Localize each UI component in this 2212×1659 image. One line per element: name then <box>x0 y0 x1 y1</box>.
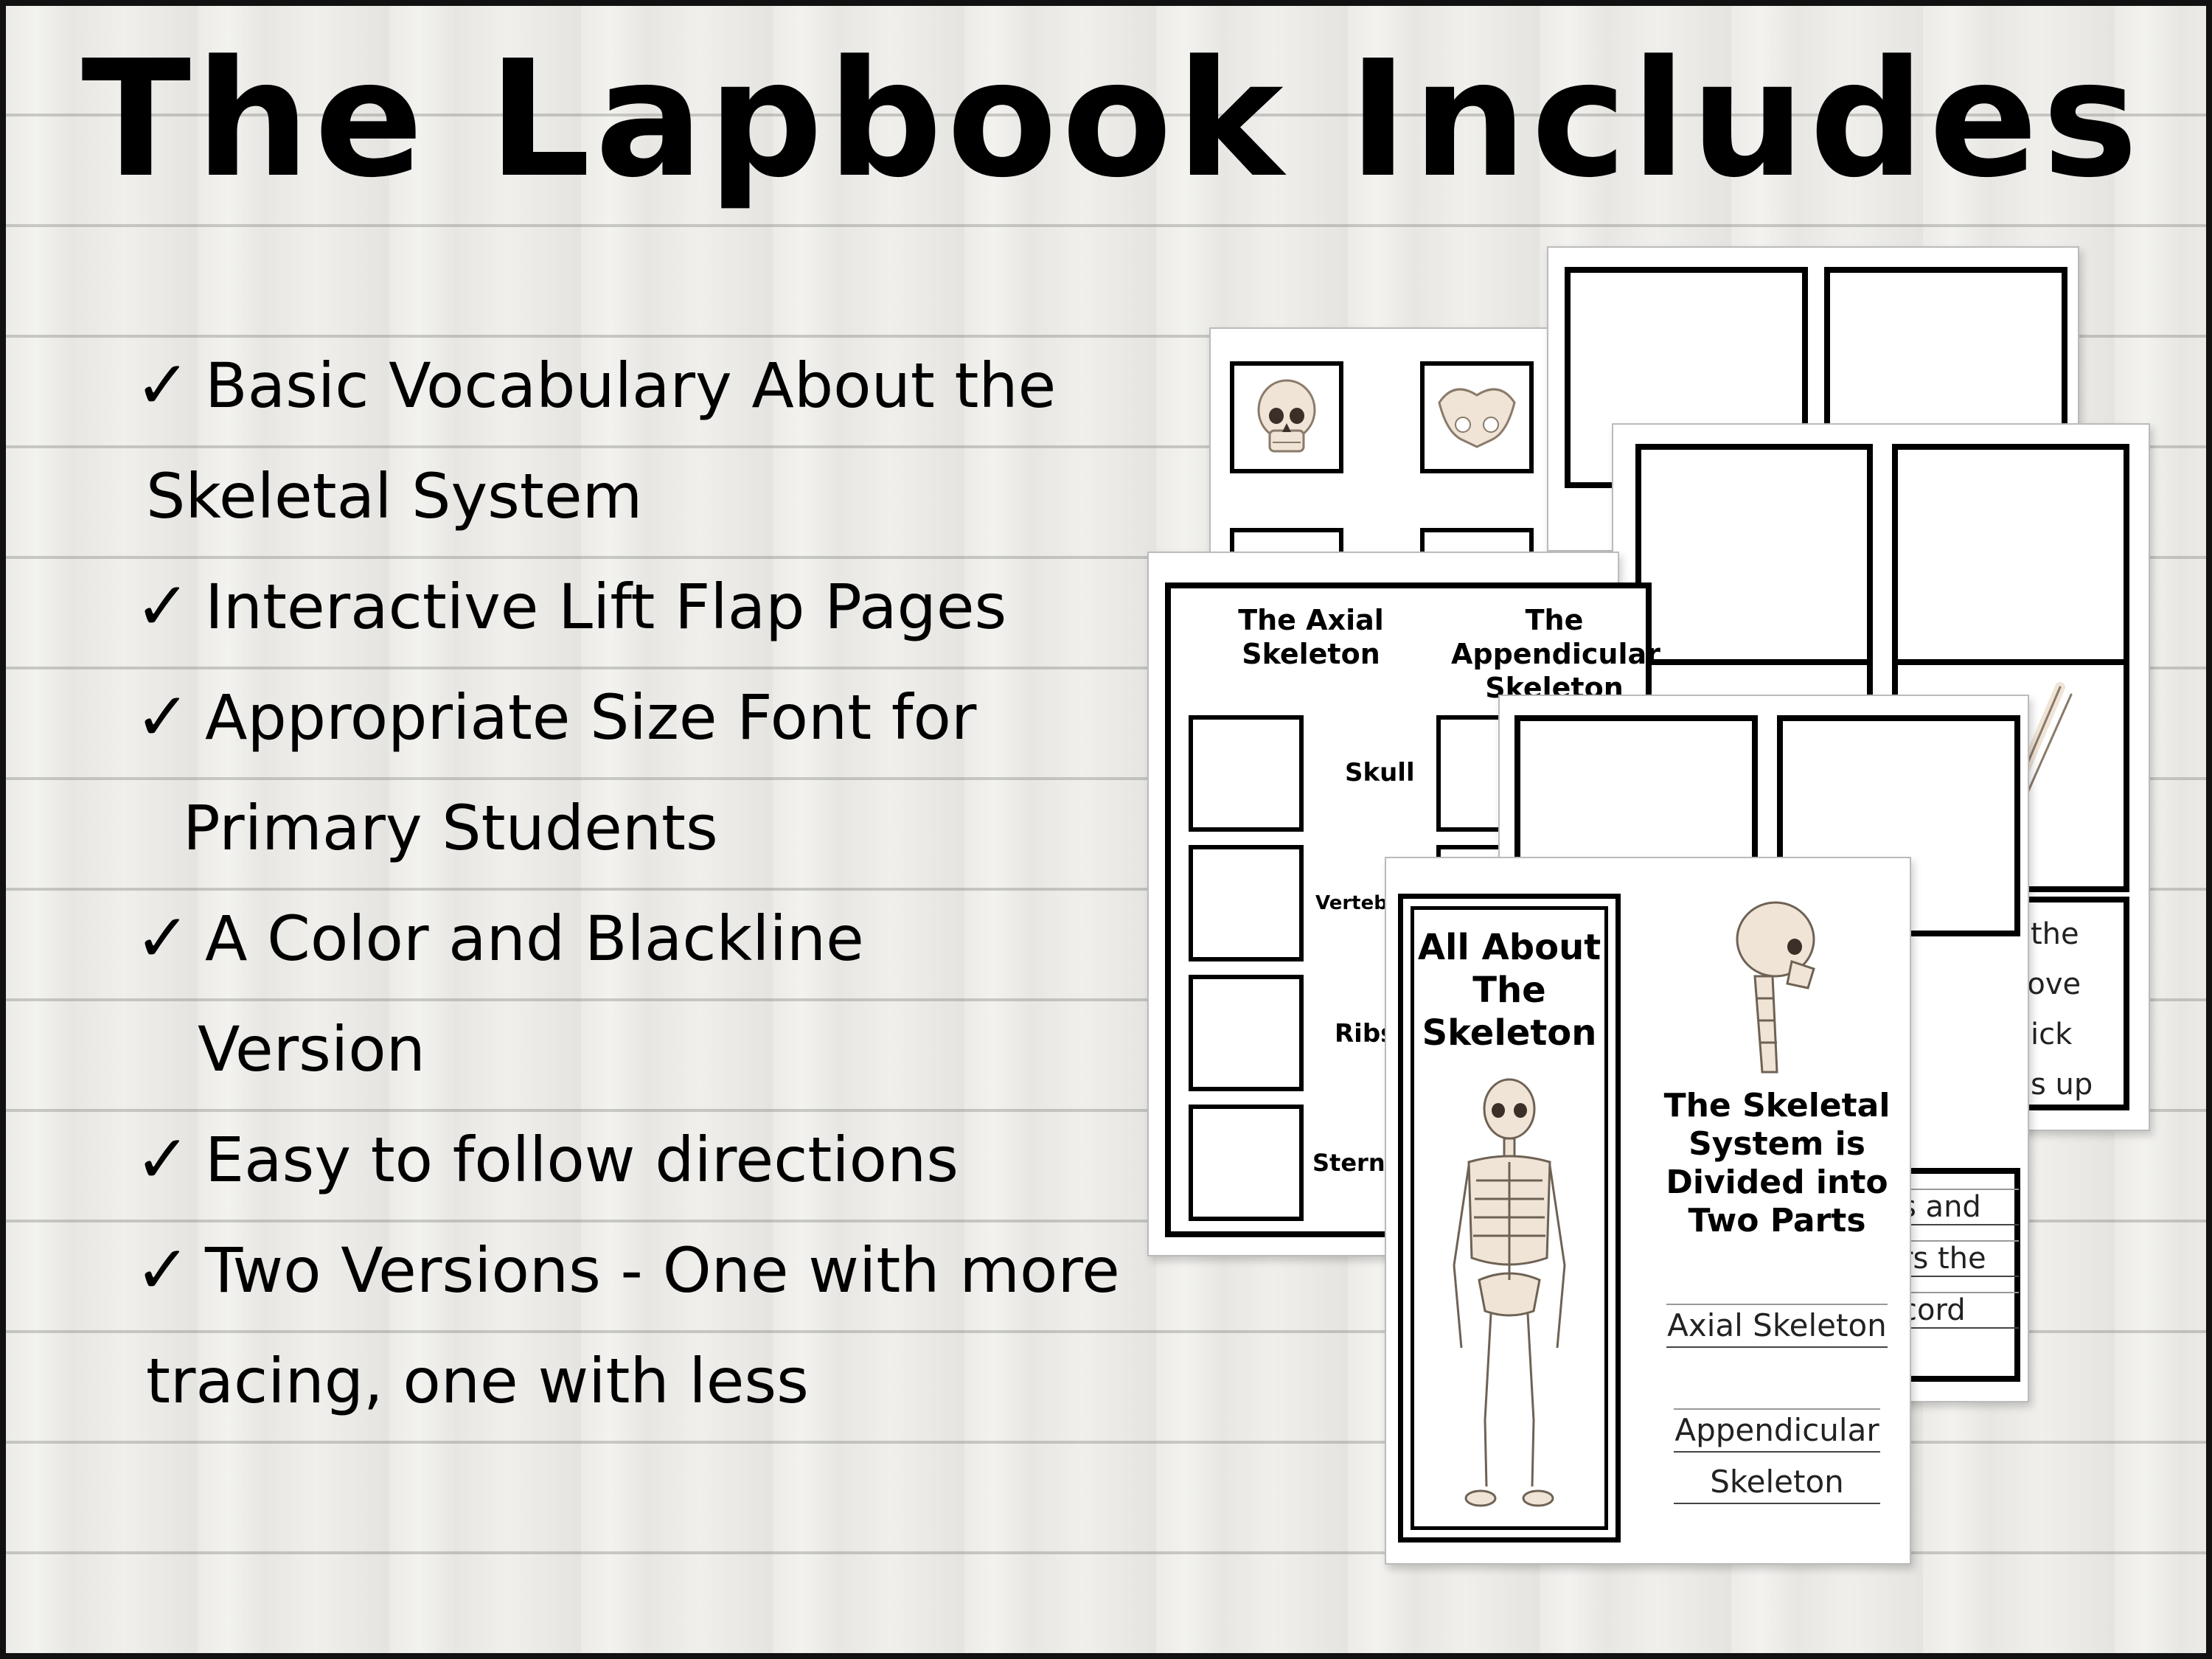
flap-box <box>1892 444 2129 665</box>
bone-picture-box <box>1189 845 1304 961</box>
feature-text: Basic Vocabulary About the <box>205 349 1057 422</box>
feature-text: Two Versions - One with more <box>205 1234 1120 1307</box>
feature-text-continued: tracing, one with less <box>146 1345 809 1417</box>
skull-spine-icon <box>1736 901 1815 1074</box>
trace-word: rs the <box>1901 1240 2019 1277</box>
feature-text: Easy to follow directions <box>205 1124 959 1196</box>
trace-word: cord <box>1901 1292 2019 1329</box>
feature-list: ✓ Basic Vocabulary About the Skeletal Sy… <box>135 330 1197 1436</box>
feature-text: A Color and Blackline <box>205 902 864 975</box>
checkmark-icon: ✓ <box>135 900 191 977</box>
skeleton-icon <box>1453 1078 1566 1507</box>
cover-title-line: The <box>1472 970 1546 1011</box>
checkmark-icon: ✓ <box>135 568 191 645</box>
feature-text-continued: Primary Students <box>183 792 718 864</box>
appendicular-heading: The Appendicular Skeleton <box>1451 604 1660 704</box>
feature-text: Interactive Lift Flap Pages <box>205 571 1007 643</box>
feature-text-continued: Skeletal System <box>146 460 643 532</box>
checkmark-icon: ✓ <box>135 347 191 424</box>
feature-item: ✓ Appropriate Size Font for Primary Stud… <box>135 662 1197 883</box>
cover-title-panel: All About The Skeleton <box>1398 894 1621 1543</box>
trace-word: s and <box>1901 1189 2019 1225</box>
bone-label: Vertebr <box>1315 892 1397 914</box>
trace-word: s up <box>2031 1068 2093 1102</box>
flap-box <box>1635 444 1873 665</box>
checkmark-icon: ✓ <box>135 678 191 756</box>
cover-page: All About The Skeleton <box>1385 857 1911 1565</box>
trace-word: the <box>2031 917 2079 951</box>
axial-heading: The Axial Skeleton <box>1238 604 1384 670</box>
bone-label: Skull <box>1345 758 1415 787</box>
skull-icon <box>1257 379 1316 453</box>
feature-item: ✓ Basic Vocabulary About the Skeletal Sy… <box>135 330 1197 552</box>
page-title: The Lapbook Includes <box>81 27 2143 213</box>
feature-item: ✓ A Color and Blackline Version <box>135 883 1197 1105</box>
pelvis-card <box>1420 361 1534 473</box>
feature-text: Appropriate Size Font for <box>205 681 977 754</box>
cover-heading: The Skeletal System is Divided into Two … <box>1663 1087 1891 1239</box>
cover-title-line: Skeleton <box>1422 1012 1597 1054</box>
feature-item: ✓ Two Versions - One with more tracing, … <box>135 1215 1197 1436</box>
checkmark-icon: ✓ <box>135 1121 191 1198</box>
feature-text-continued: Version <box>198 1013 425 1085</box>
part-label: Appendicular <box>1674 1408 1880 1453</box>
bone-picture-box <box>1189 975 1304 1091</box>
pelvis-icon <box>1438 388 1516 448</box>
cover-title: All About The Skeleton <box>1414 926 1604 1054</box>
bone-picture-box <box>1189 715 1304 832</box>
cover-title-inner: All About The Skeleton <box>1411 906 1608 1530</box>
part-label: Skeleton <box>1674 1461 1880 1504</box>
feature-item: ✓ Interactive Lift Flap Pages <box>135 552 1197 662</box>
bone-picture-box <box>1189 1105 1304 1221</box>
cover-title-line: All About <box>1417 927 1601 968</box>
feature-item: ✓ Easy to follow directions <box>135 1105 1197 1215</box>
skull-card <box>1230 361 1343 473</box>
checkmark-icon: ✓ <box>135 1231 191 1309</box>
part-label: Axial Skeleton <box>1666 1304 1888 1348</box>
trace-word: ick <box>2031 1018 2073 1051</box>
